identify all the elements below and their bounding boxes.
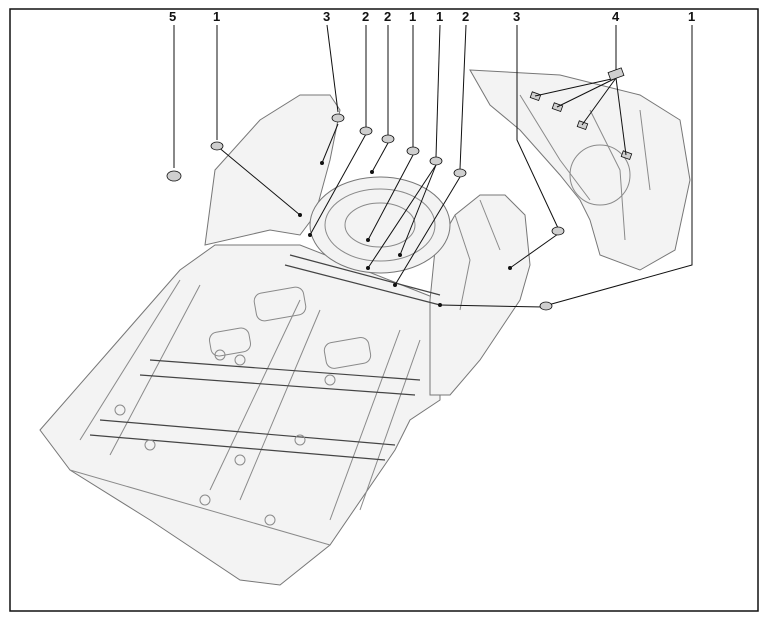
plug-markers [166, 67, 625, 311]
marker-1-b [406, 146, 420, 156]
marker-2-a [359, 126, 373, 136]
callout-2: 2 [362, 9, 369, 24]
callout-1: 1 [409, 9, 416, 24]
callout-1: 1 [688, 9, 695, 24]
callout-3: 3 [513, 9, 520, 24]
marker-2-b [381, 134, 395, 144]
marker-1-left [210, 141, 224, 151]
callout-4: 4 [612, 9, 620, 24]
attachment-points [298, 161, 512, 307]
callout-3: 3 [323, 9, 330, 24]
marker-5 [166, 170, 182, 182]
callout-2: 2 [384, 9, 391, 24]
vehicle-floor-pan [39, 94, 531, 586]
marker-1-c [429, 156, 443, 166]
callout-1: 1 [436, 9, 443, 24]
marker-3-left [331, 113, 345, 123]
marker-2-c [453, 168, 467, 178]
callout-5: 5 [169, 9, 176, 24]
marker-1-right [539, 301, 553, 311]
callout-labels: 5 1 3 2 2 1 1 2 3 4 1 [169, 9, 695, 24]
leader-lines [173, 24, 693, 308]
diagram-border [9, 8, 759, 612]
marker-3-right [551, 226, 565, 236]
callout-2: 2 [462, 9, 469, 24]
callout-1: 1 [213, 9, 220, 24]
marker-4 [607, 67, 625, 81]
